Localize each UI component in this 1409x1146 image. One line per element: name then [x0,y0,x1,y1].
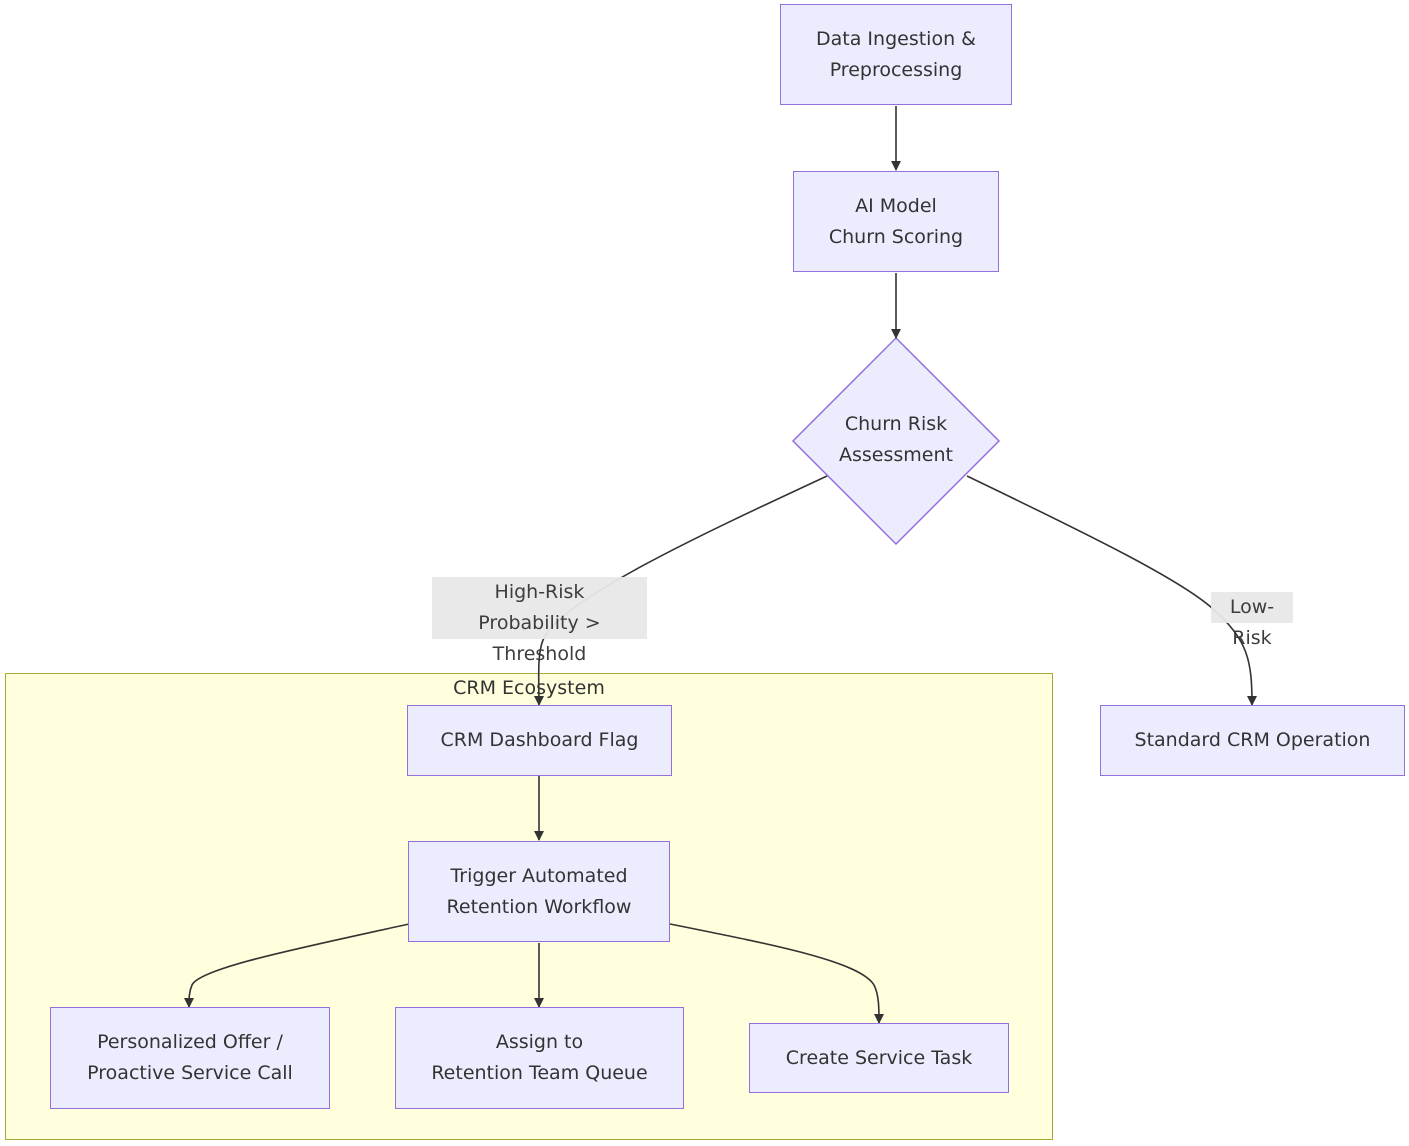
edge-low-risk [966,475,1257,706]
edge-workflow-to-task [669,923,884,1024]
edge-label-high-risk: High-Risk Probability > Threshold [432,577,647,665]
node-crm-dashboard-flag: CRM Dashboard Flag [407,705,672,776]
edge-workflow-to-offer [184,923,410,1008]
node-personalized-offer-label: Personalized Offer / Proactive Service C… [87,1031,293,1084]
node-data-ingestion: Data Ingestion & Preprocessing [780,4,1012,105]
node-retention-workflow-label: Trigger Automated Retention Workflow [446,864,632,918]
node-data-ingestion-label: Data Ingestion & Preprocessing [816,27,976,81]
node-retention-queue-label: Assign to Retention Team Queue [431,1031,648,1084]
node-retention-queue: Assign to Retention Team Queue [395,1007,684,1109]
edge-label-low-risk: Low-Risk [1211,592,1293,649]
node-service-task: Create Service Task [749,1023,1009,1093]
cluster-title: CRM Ecosystem [453,677,605,699]
node-retention-workflow: Trigger Automated Retention Workflow [408,841,670,942]
node-ai-model: AI Model Churn Scoring [793,171,999,272]
node-personalized-offer: Personalized Offer / Proactive Service C… [50,1007,330,1109]
node-standard-crm-operation: Standard CRM Operation [1100,705,1405,776]
node-standard-crm-operation-label: Standard CRM Operation [1134,729,1371,751]
decision-diamond [791,336,1001,546]
node-ai-model-label: AI Model Churn Scoring [828,194,964,248]
node-crm-dashboard-flag-label: CRM Dashboard Flag [440,729,639,751]
decision-label: Churn Risk Assessment [839,413,953,466]
node-service-task-label: Create Service Task [785,1046,973,1069]
